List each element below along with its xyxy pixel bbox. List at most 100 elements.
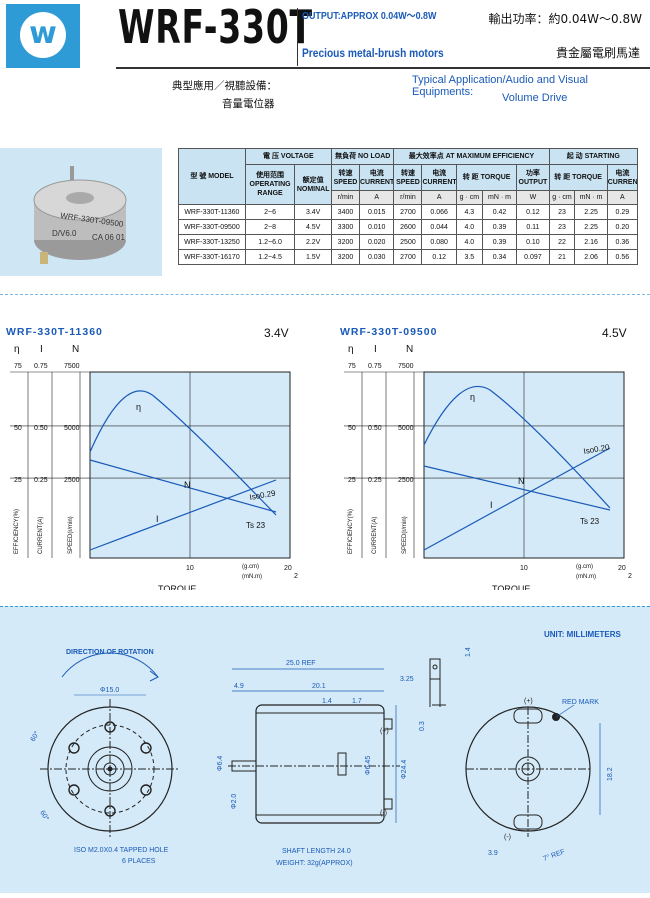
section-divider xyxy=(0,294,650,297)
table-cell: 23 xyxy=(548,219,576,235)
curve-label-current: I xyxy=(156,514,159,524)
table-cell: WRF-330T-13250 xyxy=(178,234,246,250)
xtick-max-mnm: 2 xyxy=(628,573,632,580)
table-cell: 0.29 xyxy=(606,204,639,220)
header-voltage: 電 压 VOLTAGE xyxy=(244,148,332,165)
table-cell: 0.020 xyxy=(358,234,395,250)
table-cell: 1.2~4.5 xyxy=(244,249,296,265)
table-cell: 0.56 xyxy=(606,249,639,265)
table-cell: WRF-330T-09500 xyxy=(178,219,246,235)
curve-label-ts: Ts 23 xyxy=(580,517,600,526)
unit-cell: W xyxy=(516,190,550,205)
unit-cell: A xyxy=(421,190,457,205)
terminal-detail xyxy=(429,658,446,707)
rear-terminal-positive: (+) xyxy=(524,698,533,705)
table-cell: 4.0 xyxy=(455,234,483,250)
header-max-speed: 转速 SPEED xyxy=(393,164,423,191)
header-noload-current: 电流 CURRENT xyxy=(358,164,395,191)
ylabel-speed: SPEED(r/min) xyxy=(68,516,74,554)
dim-inner-diameter: Φ6.45 xyxy=(365,756,372,775)
table-cell: 0.11 xyxy=(516,219,550,235)
dim-terminal-a: 1.4 xyxy=(322,698,332,705)
chart-title: WRF-330T-09500 xyxy=(340,326,438,338)
ytick-top-speed: 7500 xyxy=(64,363,80,370)
front-view xyxy=(40,652,180,839)
header-max-current: 电流 CURRENT xyxy=(421,164,457,191)
table-cell: 1.2~6.0 xyxy=(244,234,296,250)
header-start-current: 电流 CURRENT xyxy=(606,164,639,191)
header-starting: 起 动 STARTING xyxy=(548,148,639,165)
unit-cell: r/min xyxy=(393,190,423,205)
ytick-low-efficiency: 25 xyxy=(348,477,356,484)
chart-symbol-eta: η xyxy=(348,344,354,355)
ytick-top-efficiency: 75 xyxy=(14,363,22,370)
chart-symbol-eta: η xyxy=(14,344,20,355)
table-cell: 0.39 xyxy=(481,219,518,235)
header-model: 型 號 MODEL xyxy=(178,148,246,205)
table-cell: 2.2V xyxy=(294,234,332,250)
table-cell: 3300 xyxy=(330,219,360,235)
table-cell: 2.06 xyxy=(574,249,608,265)
dim-terminal-width: 1.4 xyxy=(465,647,472,657)
shaft-length-label: SHAFT LENGTH 24.0 xyxy=(282,848,351,855)
xtick-max: 20 xyxy=(618,565,626,572)
header-nominal: 额定值 NOMINAL xyxy=(294,164,332,205)
ylabel-speed: SPEED(r/min) xyxy=(402,516,408,554)
ytick-low-current: 0.25 xyxy=(34,477,48,484)
ytick-mid-efficiency: 50 xyxy=(14,425,22,432)
unit-cell: r/min xyxy=(330,190,360,205)
table-cell: 2500 xyxy=(393,234,423,250)
curve-label-current: I xyxy=(490,500,493,510)
spec-table: 型 號 MODEL 電 压 VOLTAGE 無負荷 NO LOAD 最大效率点 … xyxy=(178,148,639,274)
ytick-mid-current: 0.50 xyxy=(34,425,48,432)
chart-symbol-current: I xyxy=(374,344,377,355)
unit-cell: A xyxy=(606,190,639,205)
rotation-label: DIRECTION OF ROTATION xyxy=(66,649,154,656)
ytick-low-speed: 2500 xyxy=(64,477,80,484)
x-unit-gcm: (g.cm) xyxy=(242,564,259,570)
dim-shaft-extension: 4.9 xyxy=(234,683,244,690)
table-cell: 0.34 xyxy=(481,249,518,265)
table-cell: WRF-330T-16170 xyxy=(178,249,246,265)
ylabel-efficiency: EFFICIENCY(%) xyxy=(348,509,354,554)
red-mark-label: RED MARK xyxy=(562,699,599,706)
curve-label-ts: Ts 23 xyxy=(246,521,266,530)
xtick-mid: 10 xyxy=(520,565,528,572)
header-noload: 無負荷 NO LOAD xyxy=(330,148,395,165)
table-cell: 0.066 xyxy=(421,204,457,220)
dim-angle-ref: 7° REF xyxy=(542,848,566,863)
table-cell: 2~6 xyxy=(244,204,296,220)
curve-label-eta: η xyxy=(136,402,141,412)
table-cell: 3200 xyxy=(330,234,360,250)
unit-cell: g · cm xyxy=(548,190,576,205)
table-cell: 0.097 xyxy=(516,249,550,265)
unit-cell: mN · m xyxy=(481,190,518,205)
table-cell: 0.015 xyxy=(358,204,395,220)
dim-body-length: 20.1 xyxy=(312,683,326,690)
ytick-top-current: 0.75 xyxy=(34,363,48,370)
tapped-hole-label: ISO M2.0X0.4 TAPPED HOLE xyxy=(74,847,169,854)
dim-terminal-b: 1.7 xyxy=(352,698,362,705)
table-cell: 2600 xyxy=(393,219,423,235)
chart-symbol-current: I xyxy=(40,344,43,355)
table-cell: 1.5V xyxy=(294,249,332,265)
dim-phi15: Φ15.0 xyxy=(100,687,119,694)
x-axis-label: TORQUE xyxy=(158,584,196,590)
side-view xyxy=(228,668,400,824)
xtick-mid: 10 xyxy=(186,565,194,572)
table-cell: 0.044 xyxy=(421,219,457,235)
application-cn-detail: 音量電位器 xyxy=(222,98,275,110)
photo-label-voltage: D/V6.0 xyxy=(52,229,77,238)
motor-photo: WRF-330T-09500 D/V6.0 CA 06 01 xyxy=(0,148,162,276)
ytick-top-speed: 7500 xyxy=(398,363,414,370)
output-range: OUTPUT:APPROX 0.04W～0.8W xyxy=(302,10,437,22)
unit-cell: mN · m xyxy=(574,190,608,205)
table-cell: 2.16 xyxy=(574,234,608,250)
ytick-top-efficiency: 75 xyxy=(348,363,356,370)
